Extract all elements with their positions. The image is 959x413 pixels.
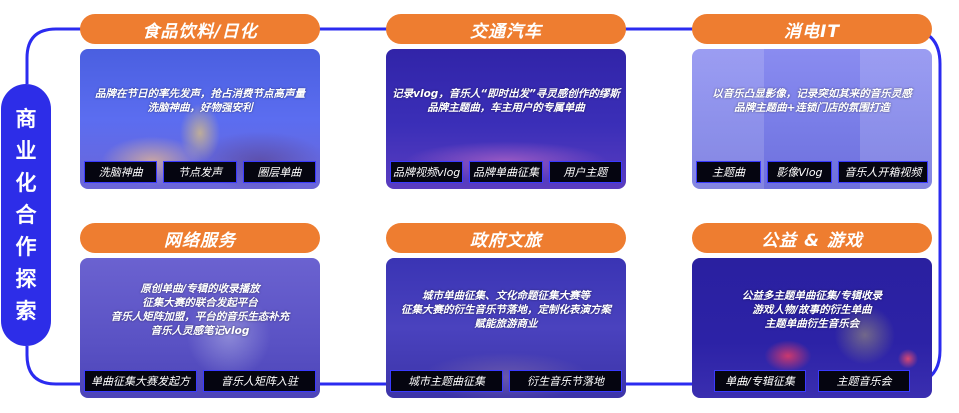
tag-row: 城市主题曲征集 衍生音乐节落地 xyxy=(390,370,622,392)
category-panel: 品牌在节日的率先发声，抢占消费节点高声量 洗脑神曲，好物强安利 洗脑神曲 节点发… xyxy=(80,49,320,189)
description-line: 音乐人灵感笔记vlog xyxy=(150,325,250,337)
title-char: 探 xyxy=(15,267,37,291)
tag: 主题音乐会 xyxy=(818,370,910,392)
category-panel: 城市单曲征集、文化命题征集大赛等 征集大赛的衍生音乐节落地，定制化表演方案 赋能… xyxy=(386,258,626,398)
description-line: 原创单曲/专辑的收录播放 xyxy=(140,283,260,295)
category-label: 网络服务 xyxy=(80,223,320,253)
tag: 城市主题曲征集 xyxy=(390,370,503,392)
description-line: 主题单曲衍生音乐会 xyxy=(764,318,860,330)
description-line: 音乐人矩阵加盟，平台的音乐生态补充 xyxy=(110,311,290,323)
description-line: 城市单曲征集、文化命题征集大赛等 xyxy=(422,290,590,302)
tag: 衍生音乐节落地 xyxy=(509,370,622,392)
tag: 洗脑神曲 xyxy=(84,161,158,183)
category-panel: 公益多主题单曲征集/专辑收录 游戏人物/故事的衍生单曲 主题单曲衍生音乐会 单曲… xyxy=(692,258,932,398)
category-card-internet: 网络服务 原创单曲/专辑的收录播放 征集大赛的联合发起平台 音乐人矩阵加盟，平台… xyxy=(80,223,320,398)
description-line: 品牌在节日的率先发声，抢占消费节点高声量 xyxy=(95,88,305,100)
description-line: 征集大赛的联合发起平台 xyxy=(142,297,258,309)
category-card-electronics: 消电IT 以音乐凸显影像，记录突如其来的音乐灵感 品牌主题曲+连锁门店的氛围打造… xyxy=(692,14,932,189)
tag: 单曲征集大赛发起方 xyxy=(84,370,197,392)
category-description: 原创单曲/专辑的收录播放 征集大赛的联合发起平台 音乐人矩阵加盟，平台的音乐生态… xyxy=(80,258,320,362)
description-line: 赋能旅游商业 xyxy=(474,318,538,330)
title-char: 化 xyxy=(15,171,37,195)
description-line: 以音乐凸显影像，记录突如其来的音乐灵感 xyxy=(712,88,912,100)
description-line: 品牌主题曲+连锁门店的氛围打造 xyxy=(734,102,890,114)
tag-row: 单曲/专辑征集 主题音乐会 xyxy=(714,370,910,392)
category-label: 交通汽车 xyxy=(386,14,626,44)
tag: 单曲/专辑征集 xyxy=(714,370,806,392)
category-panel: 以音乐凸显影像，记录突如其来的音乐灵感 品牌主题曲+连锁门店的氛围打造 主题曲 … xyxy=(692,49,932,189)
tag: 音乐人开箱视频 xyxy=(837,161,928,183)
title-char: 业 xyxy=(15,139,37,163)
tag: 品牌视频vlog xyxy=(390,161,464,183)
tag: 节点发声 xyxy=(163,161,237,183)
description-line: 征集大赛的衍生音乐节落地，定制化表演方案 xyxy=(401,304,611,316)
tag: 品牌单曲征集 xyxy=(469,161,543,183)
tag-row: 洗脑神曲 节点发声 圈层单曲 xyxy=(84,161,316,183)
category-card-food: 食品饮料/日化 品牌在节日的率先发声，抢占消费节点高声量 洗脑神曲，好物强安利 … xyxy=(80,14,320,189)
description-line: 品牌主题曲，车主用户的专属单曲 xyxy=(427,102,585,114)
category-label: 政府文旅 xyxy=(386,223,626,253)
category-card-charity-games: 公益 & 游戏 公益多主题单曲征集/专辑收录 游戏人物/故事的衍生单曲 主题单曲… xyxy=(692,223,932,398)
category-description: 品牌在节日的率先发声，抢占消费节点高声量 洗脑神曲，好物强安利 xyxy=(80,49,320,153)
tag-row: 主题曲 影像Vlog 音乐人开箱视频 xyxy=(696,161,928,183)
tag: 影像Vlog xyxy=(766,161,832,183)
category-description: 城市单曲征集、文化命题征集大赛等 征集大赛的衍生音乐节落地，定制化表演方案 赋能… xyxy=(386,258,626,362)
tag-row: 单曲征集大赛发起方 音乐人矩阵入驻 xyxy=(84,370,316,392)
description-line: 记录vlog，音乐人“即时出发”寻灵感创作的缪斯 xyxy=(392,88,620,100)
category-label: 食品饮料/日化 xyxy=(80,14,320,44)
category-card-gov-tourism: 政府文旅 城市单曲征集、文化命题征集大赛等 征集大赛的衍生音乐节落地，定制化表演… xyxy=(386,223,626,398)
tag: 圈层单曲 xyxy=(242,161,316,183)
description-line: 游戏人物/故事的衍生单曲 xyxy=(752,304,872,316)
category-description: 以音乐凸显影像，记录突如其来的音乐灵感 品牌主题曲+连锁门店的氛围打造 xyxy=(692,49,932,153)
description-line: 洗脑神曲，好物强安利 xyxy=(147,102,253,114)
category-card-auto: 交通汽车 记录vlog，音乐人“即时出发”寻灵感创作的缪斯 品牌主题曲，车主用户… xyxy=(386,14,626,189)
category-panel: 记录vlog，音乐人“即时出发”寻灵感创作的缪斯 品牌主题曲，车主用户的专属单曲… xyxy=(386,49,626,189)
tag: 音乐人矩阵入驻 xyxy=(203,370,316,392)
title-char: 合 xyxy=(15,203,37,227)
tag-row: 品牌视频vlog 品牌单曲征集 用户主题 xyxy=(390,161,622,183)
category-label: 消电IT xyxy=(692,14,932,44)
category-label: 公益 & 游戏 xyxy=(692,223,932,253)
section-title-pill: 商 业 化 合 作 探 索 xyxy=(1,84,51,346)
tag: 用户主题 xyxy=(548,161,622,183)
category-description: 公益多主题单曲征集/专辑收录 游戏人物/故事的衍生单曲 主题单曲衍生音乐会 xyxy=(692,258,932,362)
title-char: 作 xyxy=(15,235,37,259)
description-line: 公益多主题单曲征集/专辑收录 xyxy=(741,290,883,302)
title-char: 索 xyxy=(15,299,37,323)
tag: 主题曲 xyxy=(696,161,761,183)
category-panel: 原创单曲/专辑的收录播放 征集大赛的联合发起平台 音乐人矩阵加盟，平台的音乐生态… xyxy=(80,258,320,398)
title-char: 商 xyxy=(15,107,37,131)
category-description: 记录vlog，音乐人“即时出发”寻灵感创作的缪斯 品牌主题曲，车主用户的专属单曲 xyxy=(386,49,626,153)
